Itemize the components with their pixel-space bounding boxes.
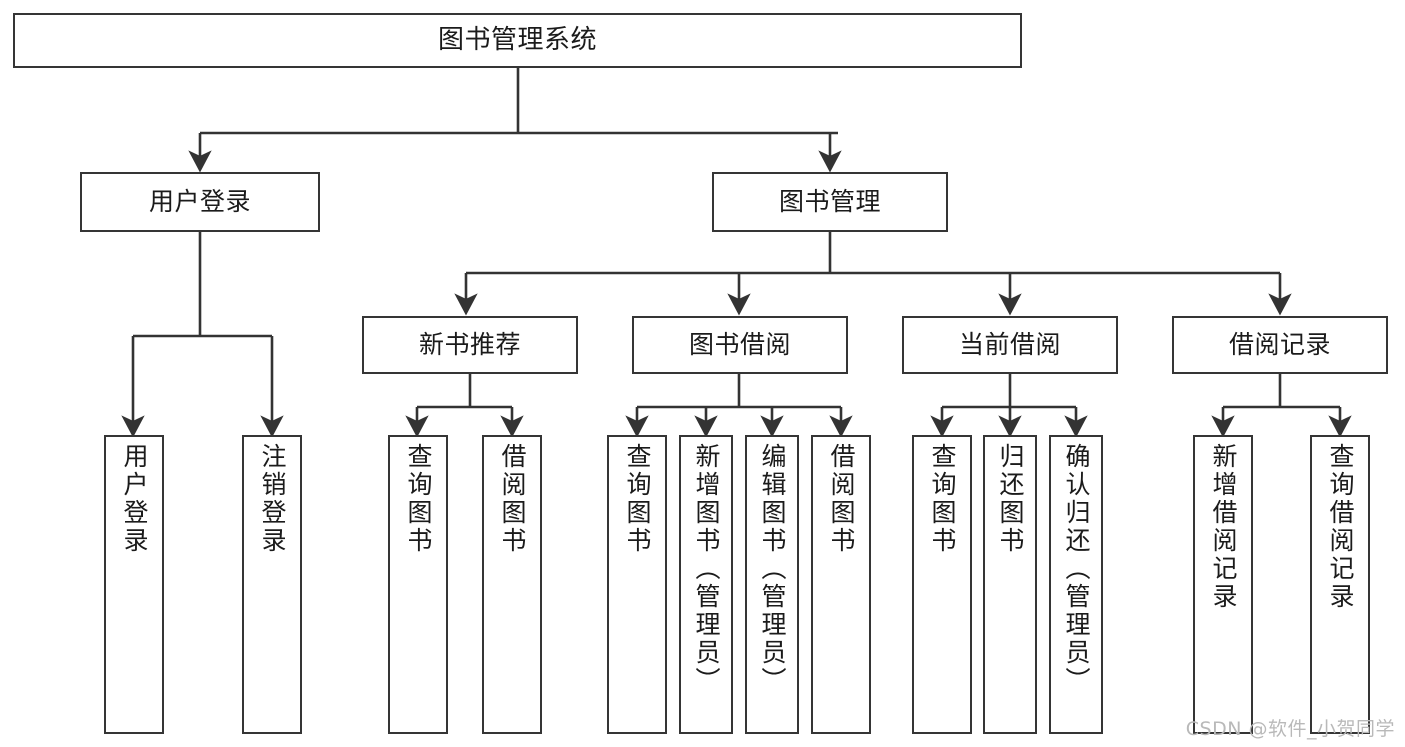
leaf-recommend-query-book[interactable]: 查询图书	[388, 435, 448, 734]
node-label: 编辑图书（管理员）	[758, 443, 787, 695]
node-root-system[interactable]: 图书管理系统	[13, 13, 1022, 68]
leaf-borrow-edit-book-admin[interactable]: 编辑图书（管理员）	[745, 435, 799, 734]
csdn-watermark: CSDN @软件_小贺同学	[1185, 718, 1395, 740]
node-label: 查询图书	[404, 443, 433, 555]
node-label: 新增图书（管理员）	[692, 443, 721, 695]
node-label: 查询图书	[623, 443, 652, 555]
node-borrow-record[interactable]: 借阅记录	[1172, 316, 1388, 374]
node-label: 注销登录	[258, 443, 287, 555]
leaf-current-confirm-return-admin[interactable]: 确认归还（管理员）	[1049, 435, 1103, 734]
node-user-login[interactable]: 用户登录	[80, 172, 320, 232]
node-label: 确认归还（管理员）	[1062, 443, 1091, 695]
leaf-recommend-borrow-book[interactable]: 借阅图书	[482, 435, 542, 734]
node-label: 图书管理系统	[437, 24, 597, 55]
leaf-user-login-signin[interactable]: 用户登录	[104, 435, 164, 734]
node-label: 用户登录	[148, 187, 251, 216]
leaf-borrow-borrow-book[interactable]: 借阅图书	[811, 435, 871, 734]
leaf-record-add-record[interactable]: 新增借阅记录	[1193, 435, 1253, 734]
node-label: 借阅记录	[1228, 330, 1331, 359]
node-book-management[interactable]: 图书管理	[712, 172, 948, 232]
node-label: 借阅图书	[498, 443, 527, 555]
node-new-book-recommend[interactable]: 新书推荐	[362, 316, 578, 374]
node-label: 归还图书	[996, 443, 1025, 555]
leaf-borrow-add-book-admin[interactable]: 新增图书（管理员）	[679, 435, 733, 734]
node-label: 新书推荐	[418, 330, 521, 359]
node-label: 当前借阅	[958, 330, 1061, 359]
node-label: 借阅图书	[827, 443, 856, 555]
leaf-borrow-query-book[interactable]: 查询图书	[607, 435, 667, 734]
node-label: 图书管理	[778, 187, 881, 216]
leaf-record-query-record[interactable]: 查询借阅记录	[1310, 435, 1370, 734]
node-label: 图书借阅	[688, 330, 791, 359]
node-book-borrow[interactable]: 图书借阅	[632, 316, 848, 374]
node-label: 查询图书	[928, 443, 957, 555]
leaf-current-return-book[interactable]: 归还图书	[983, 435, 1037, 734]
node-label: 查询借阅记录	[1326, 443, 1355, 611]
node-current-borrow[interactable]: 当前借阅	[902, 316, 1118, 374]
node-label: 用户登录	[120, 443, 149, 555]
leaf-user-login-signout[interactable]: 注销登录	[242, 435, 302, 734]
leaf-current-query-book[interactable]: 查询图书	[912, 435, 972, 734]
node-label: 新增借阅记录	[1209, 443, 1238, 611]
